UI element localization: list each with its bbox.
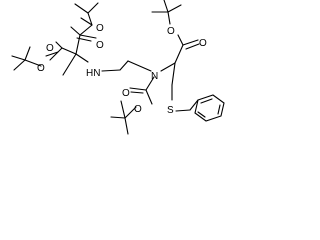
sulfur-label: S: [167, 105, 174, 116]
bond: [13, 59, 26, 71]
nitrogen-label: N: [151, 71, 158, 82]
structure-diagram: O O O O HN N O O O O S: [11, 0, 225, 135]
amine-label: HN: [86, 68, 100, 79]
bond: [79, 34, 97, 39]
oxygen-label: O: [122, 88, 130, 99]
benzene-ring: [194, 94, 225, 122]
oxygen-label: O: [167, 26, 175, 37]
bond: [171, 62, 176, 86]
bonds: [11, 0, 200, 135]
bond: [55, 41, 63, 49]
bond: [130, 91, 144, 94]
bond: [124, 106, 137, 119]
bond: [182, 39, 199, 46]
oxygen-label: O: [37, 63, 45, 74]
bond: [189, 99, 199, 111]
bond: [145, 76, 155, 91]
bond: [79, 24, 93, 36]
oxygen-label: O: [46, 43, 54, 54]
bond: [124, 117, 129, 135]
oxygen-label: O: [199, 38, 207, 49]
bond: [160, 62, 176, 72]
bond: [49, 47, 63, 61]
bond: [24, 59, 42, 67]
bond: [127, 60, 152, 72]
atom-labels: O O O O HN N O O O O S: [37, 23, 207, 116]
bond: [24, 46, 31, 61]
bond: [61, 47, 77, 55]
bond: [87, 2, 99, 14]
bond: [120, 100, 126, 119]
ring-outline: [194, 94, 225, 122]
bond: [62, 53, 77, 76]
bond: [75, 53, 89, 63]
bond: [167, 11, 171, 25]
bond: [200, 98, 213, 104]
bond: [110, 116, 126, 119]
bond: [163, 0, 169, 13]
bond: [145, 89, 153, 105]
bond: [45, 51, 59, 57]
bond: [197, 111, 206, 118]
bond: [174, 44, 184, 64]
bond: [175, 109, 191, 112]
oxygen-label: O: [96, 23, 104, 34]
bond: [74, 3, 89, 14]
bond: [87, 12, 93, 26]
bond: [101, 69, 121, 72]
bond: [185, 43, 200, 50]
bond: [177, 34, 184, 46]
bond: [70, 26, 81, 36]
oxygen-label: O: [96, 40, 104, 51]
bond: [129, 87, 147, 91]
bond: [167, 4, 182, 13]
bond: [11, 55, 26, 61]
bond: [119, 60, 129, 71]
oxygen-label: O: [134, 104, 142, 115]
bond: [217, 104, 221, 115]
bond: [80, 17, 93, 26]
bond: [76, 37, 92, 42]
